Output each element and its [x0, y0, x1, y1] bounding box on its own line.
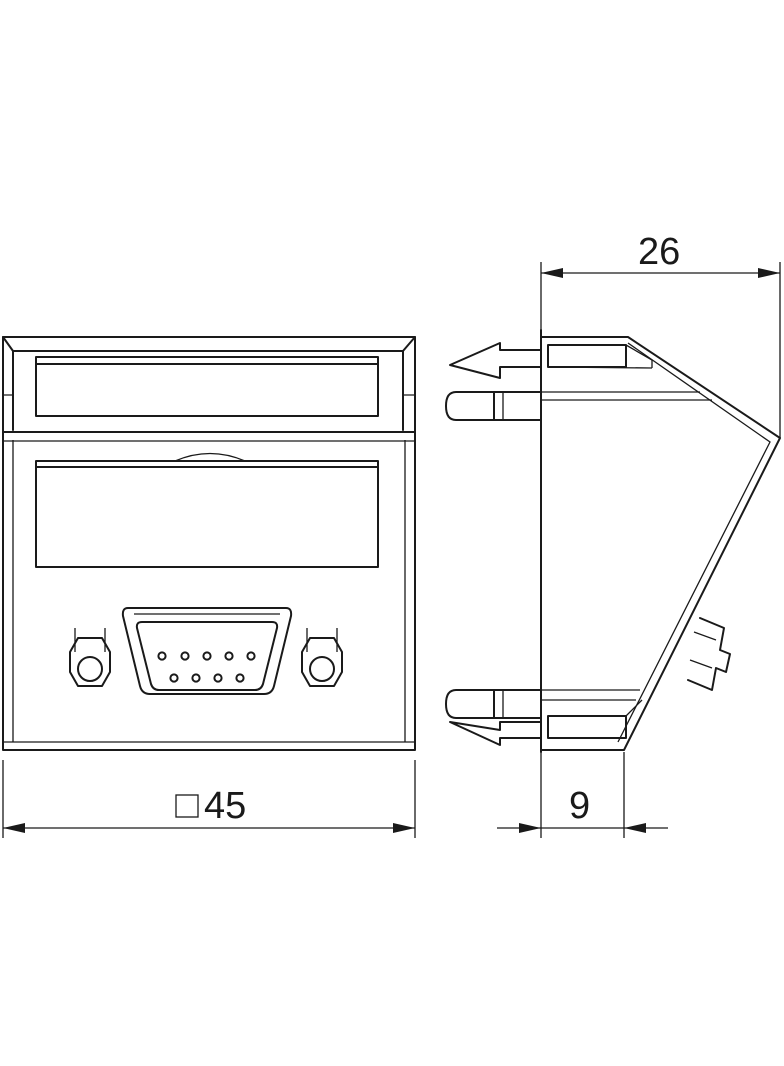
right-hex-outline	[301, 637, 343, 687]
bottom-clip	[445, 689, 542, 719]
hinge-ends	[2, 432, 416, 441]
inner-side-lines	[12, 440, 406, 742]
bottom-snap-hook	[449, 721, 542, 746]
depth-label: 26	[638, 231, 680, 273]
dsub-shell-inner	[135, 621, 279, 691]
pin-1	[157, 651, 167, 661]
side-body-outline	[540, 336, 781, 751]
bottom-latch-window	[547, 715, 627, 739]
upper-label-window	[35, 356, 379, 417]
pin-2	[180, 651, 190, 661]
top-snap-hook	[449, 342, 542, 379]
offset-arrow-left	[519, 823, 541, 833]
pin-3	[202, 651, 212, 661]
left-nut-post	[74, 628, 106, 652]
connector-stack	[687, 617, 731, 691]
side-view	[445, 329, 781, 753]
top-cover-sides	[12, 350, 404, 431]
lower-rib	[541, 689, 640, 701]
lower-label-window	[35, 460, 379, 568]
pin-8	[213, 673, 223, 683]
top-latch-window	[547, 344, 627, 368]
left-hex-nut	[69, 628, 111, 687]
front-outer-frame	[2, 336, 416, 751]
side-connector-profile	[687, 617, 731, 691]
dsub-connector	[121, 607, 293, 695]
right-hex-nut	[301, 628, 343, 687]
right-nut-hole	[309, 656, 335, 682]
finger-recess	[174, 452, 246, 462]
depth-dimension: 26	[540, 231, 781, 438]
top-clip	[445, 391, 542, 421]
pin-5	[246, 651, 256, 661]
pin-4	[224, 651, 234, 661]
inner-slope-line	[617, 342, 771, 743]
depth-arrow-left	[541, 268, 563, 278]
pin-7	[191, 673, 201, 683]
square-symbol-icon	[175, 794, 199, 818]
width-arrow-left	[3, 823, 25, 833]
connector-ribs	[689, 631, 717, 669]
top-cover-edge	[2, 336, 416, 352]
width-arrow-right	[393, 823, 415, 833]
width-label: 45	[204, 785, 246, 827]
upper-rib	[541, 391, 712, 401]
right-nut-post	[306, 628, 338, 652]
left-hex-outline	[69, 637, 111, 687]
offset-arrow-right	[624, 823, 646, 833]
depth-arrow-right	[758, 268, 780, 278]
dsub-shell-outer	[121, 607, 293, 695]
front-view	[2, 336, 416, 751]
pin-9	[235, 673, 245, 683]
width-dimension: 45	[2, 760, 416, 838]
offset-dimension: 9	[497, 752, 668, 838]
left-nut-hole	[77, 656, 103, 682]
offset-label: 9	[569, 785, 590, 827]
pin-6	[169, 673, 179, 683]
bottom-latch-slope	[625, 699, 643, 717]
